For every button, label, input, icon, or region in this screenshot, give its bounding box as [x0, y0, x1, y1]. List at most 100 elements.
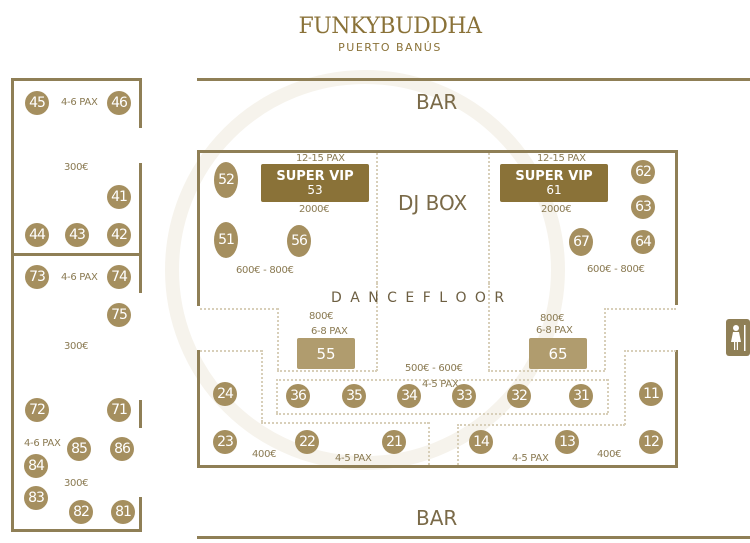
table-45[interactable]: 45 — [25, 91, 49, 115]
main-right-wall-lower — [675, 350, 678, 468]
table-33[interactable]: 33 — [452, 384, 476, 408]
table-82[interactable]: 82 — [69, 500, 93, 524]
buddha-watermark — [165, 70, 565, 470]
table-22[interactable]: 22 — [295, 430, 319, 454]
table-55[interactable]: 55 — [297, 338, 355, 369]
table-32[interactable]: 32 — [507, 384, 531, 408]
table-35[interactable]: 35 — [342, 384, 366, 408]
table-71[interactable]: 71 — [107, 398, 131, 422]
table-65-pax: 6-8 PAX — [536, 325, 573, 336]
table-14[interactable]: 14 — [469, 430, 493, 454]
table-46[interactable]: 46 — [107, 91, 131, 115]
section-c-pax: 4-6 PAX — [24, 438, 61, 449]
table-11[interactable]: 11 — [639, 382, 663, 406]
table-41[interactable]: 41 — [107, 185, 131, 209]
table-86[interactable]: 86 — [110, 437, 134, 461]
main-bottom-wall — [197, 465, 678, 468]
zone-50-price: 600€ - 800€ — [236, 265, 294, 276]
table-56[interactable]: 56 — [287, 225, 311, 257]
super-vip-61[interactable]: SUPER VIP 61 — [500, 164, 608, 202]
bar-bottom-line — [197, 536, 750, 539]
left-divider — [11, 253, 142, 256]
vip-53-pax: 12-15 PAX — [296, 153, 345, 164]
bar-top-label: BAR — [416, 90, 458, 114]
main-left-wall-lower — [197, 350, 200, 468]
super-vip-61-label: SUPER VIP — [515, 169, 593, 184]
table-85[interactable]: 85 — [67, 437, 91, 461]
zone10-inner-bottom — [457, 424, 625, 426]
table-65[interactable]: 65 — [529, 338, 587, 369]
table-73[interactable]: 73 — [25, 265, 49, 289]
table-75[interactable]: 75 — [107, 303, 131, 327]
table-12[interactable]: 12 — [639, 430, 663, 454]
left-top-wall — [11, 78, 142, 81]
djbox-left-divider — [376, 153, 378, 283]
left-wall — [11, 78, 14, 532]
vip-61-pax: 12-15 PAX — [537, 153, 586, 164]
super-vip-53-number: 53 — [307, 183, 323, 197]
super-vip-61-number: 61 — [546, 183, 562, 197]
left-a-right-wall-bottom — [139, 163, 142, 293]
table-83[interactable]: 83 — [24, 486, 48, 510]
table-34[interactable]: 34 — [397, 384, 421, 408]
table-81[interactable]: 81 — [111, 500, 135, 524]
table-43[interactable]: 43 — [65, 223, 89, 247]
zone-20-price: 400€ — [252, 449, 277, 460]
vip-61-price: 2000€ — [541, 204, 572, 215]
row30-bottom — [276, 413, 608, 415]
table-63[interactable]: 63 — [631, 195, 655, 219]
restroom-icon[interactable] — [726, 319, 750, 356]
table-74[interactable]: 74 — [107, 265, 131, 289]
table-64[interactable]: 64 — [631, 230, 655, 254]
table-51[interactable]: 51 — [214, 222, 238, 258]
dj-box-label: DJ BOX — [398, 191, 468, 215]
section-c-price: 300€ — [64, 478, 89, 489]
table-21[interactable]: 21 — [382, 430, 406, 454]
zone20-right — [428, 422, 430, 465]
super-vip-53[interactable]: SUPER VIP 53 — [261, 164, 369, 202]
zone-10-pax: 4-5 PAX — [512, 453, 549, 464]
zone55-left — [277, 308, 279, 370]
zone55-right — [376, 283, 378, 371]
section-a-price: 300€ — [64, 162, 89, 173]
zone65-bottom — [488, 370, 605, 372]
row30-left — [276, 379, 278, 413]
super-vip-53-label: SUPER VIP — [276, 169, 354, 184]
table-23[interactable]: 23 — [213, 430, 237, 454]
zone20-inner-bottom — [261, 422, 429, 424]
table-62[interactable]: 62 — [631, 160, 655, 184]
dancefloor-label: D A N C E F L O O R — [331, 290, 507, 306]
row-30-pax: 4-5 PAX — [422, 379, 459, 390]
table-55-price: 800€ — [309, 311, 334, 322]
section-a-pax: 4-6 PAX — [61, 97, 98, 108]
main-top-wall — [197, 150, 678, 153]
zone20-inner-left — [261, 350, 263, 422]
table-72[interactable]: 72 — [25, 398, 49, 422]
table-13[interactable]: 13 — [555, 430, 579, 454]
table-52[interactable]: 52 — [214, 162, 238, 198]
main-left-wall-upper — [197, 150, 200, 306]
zone-10-price: 400€ — [597, 449, 622, 460]
table-67[interactable]: 67 — [569, 228, 593, 256]
table-24[interactable]: 24 — [213, 382, 237, 406]
female-figure-icon — [731, 325, 746, 351]
zone10-left — [457, 424, 459, 465]
zone65-top-right — [604, 308, 676, 310]
table-31[interactable]: 31 — [569, 384, 593, 408]
main-right-wall-upper — [675, 150, 678, 305]
left-a-right-wall-top — [139, 78, 142, 128]
zone10-inner-right — [624, 350, 626, 425]
location-name: PUERTO BANÚS — [338, 41, 442, 54]
brand-name: FUNKYBUDDHA — [298, 14, 482, 39]
zone55-top-left — [200, 308, 278, 310]
vip-53-price: 2000€ — [299, 204, 330, 215]
row30-right — [607, 379, 609, 413]
table-65-price: 800€ — [540, 313, 565, 324]
zone20-top-left — [200, 350, 262, 352]
bar-bottom-label: BAR — [416, 506, 458, 530]
zone-60-price: 600€ - 800€ — [587, 264, 645, 275]
table-42[interactable]: 42 — [107, 223, 131, 247]
table-84[interactable]: 84 — [24, 454, 48, 478]
table-36[interactable]: 36 — [286, 384, 310, 408]
table-44[interactable]: 44 — [25, 223, 49, 247]
